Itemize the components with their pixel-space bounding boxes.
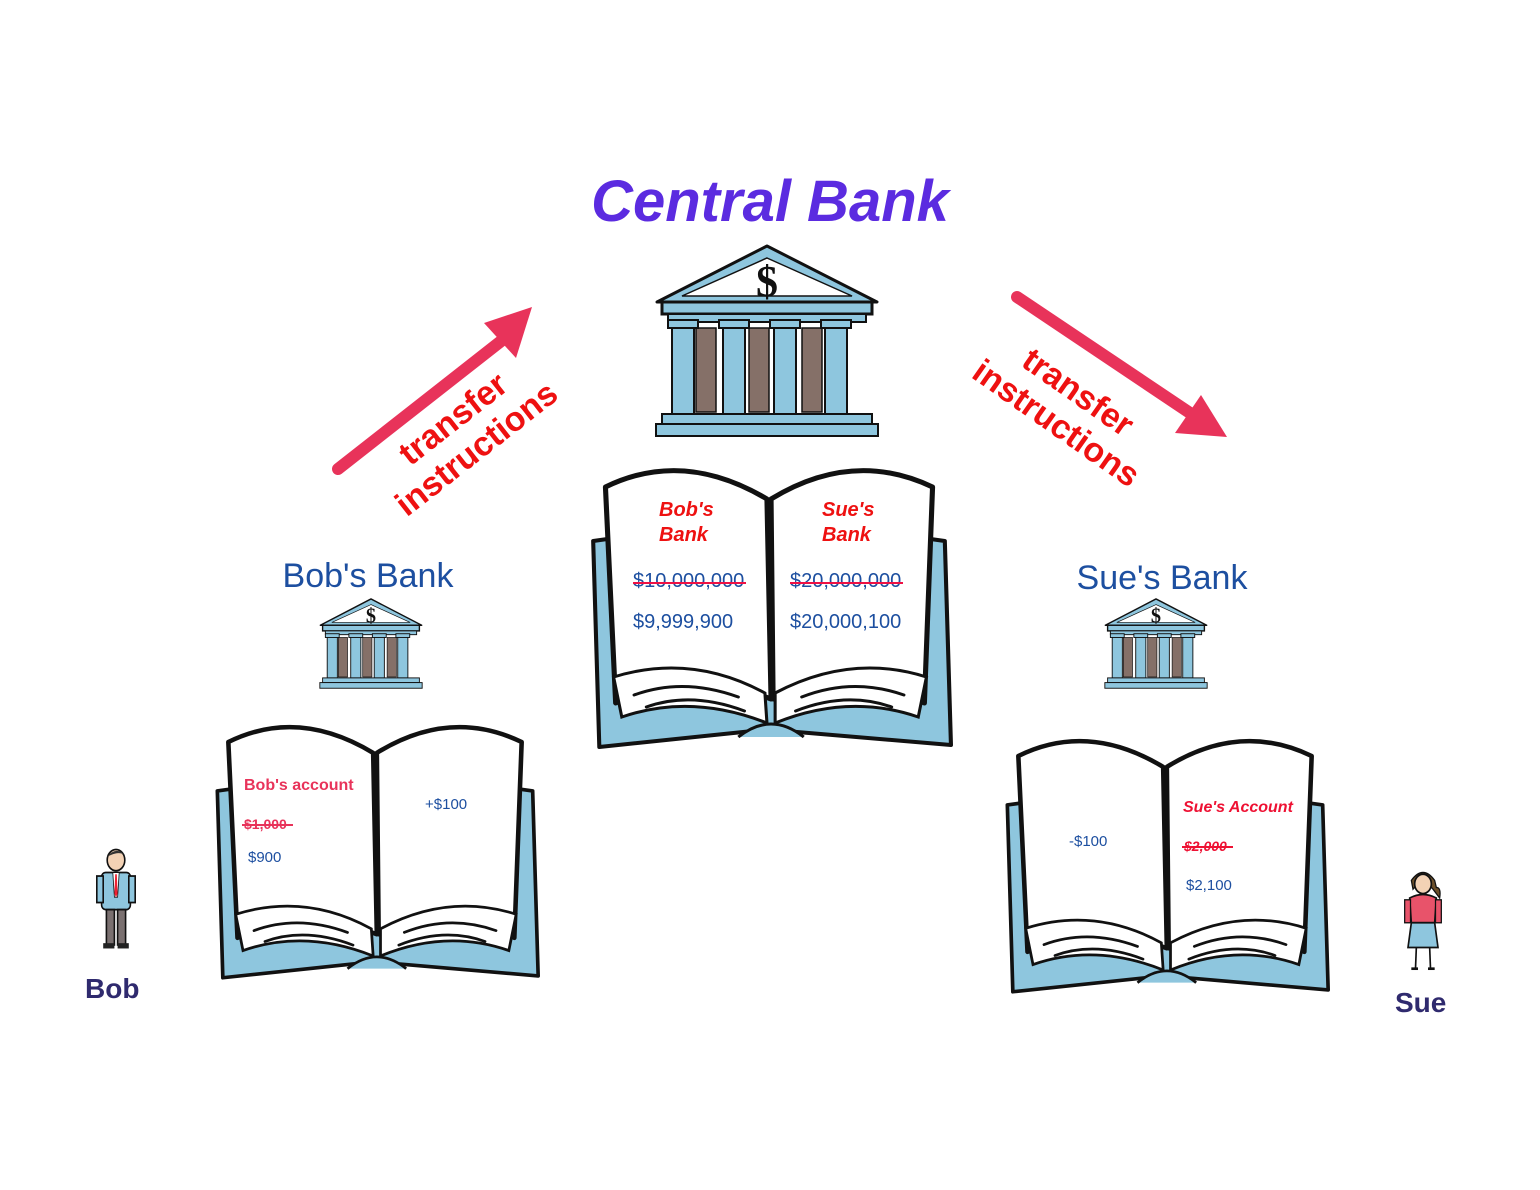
sues-bank-label: Sue's Bank xyxy=(1076,559,1248,597)
bobs-bank-label: Bob's Bank xyxy=(282,557,454,595)
sues-account-old-balance: $2,000 xyxy=(1182,838,1233,854)
bobs-account-heading: Bob's account xyxy=(244,777,354,794)
bobs-account-new-balance: $900 xyxy=(248,849,282,866)
central-ledger-col1-new-balance: $9,999,900 xyxy=(633,611,734,633)
transfer-arrow-right-icon xyxy=(1011,291,1227,437)
sues-bank-reserve-change: -$100 xyxy=(1069,833,1108,850)
central-ledger-col1-head-line1: Bob's xyxy=(659,499,714,521)
central-ledger-col1-head-line2: Bank xyxy=(659,524,708,546)
central-ledger-col1-head: Bob's Bank xyxy=(659,498,714,548)
central-ledger-col2-head-line2: Bank xyxy=(822,524,871,546)
bobs-bank-building-icon xyxy=(318,598,424,692)
transfer-arrow-left-icon xyxy=(332,307,532,475)
sue-person-icon xyxy=(1398,868,1448,974)
sues-bank-ledger-book-icon xyxy=(1000,727,1330,999)
central-ledger-col2-old-balance: $20,000,000 xyxy=(790,570,904,592)
bobs-account-old-balance: $1,000 xyxy=(242,816,293,832)
bob-name-label: Bob xyxy=(85,973,140,1004)
sue-name-label: Sue xyxy=(1395,987,1447,1018)
central-ledger-col2-head-line1: Sue's xyxy=(822,499,875,521)
central-ledger-book-icon xyxy=(585,455,953,755)
central-ledger-col2-new-balance: $20,000,100 xyxy=(790,611,902,633)
sues-bank-building-icon xyxy=(1103,598,1209,692)
central-ledger-col2-head: Sue's Bank xyxy=(822,498,875,548)
bob-person-icon xyxy=(92,846,140,952)
central-bank-title: Central Bank xyxy=(591,169,949,234)
central-bank-building-icon xyxy=(652,244,882,444)
bobs-bank-reserve-change: +$100 xyxy=(425,796,468,813)
sues-account-new-balance: $2,100 xyxy=(1186,877,1232,894)
sues-account-heading: Sue's Account xyxy=(1183,799,1293,816)
central-ledger-col1-old-balance: $10,000,000 xyxy=(633,570,747,592)
